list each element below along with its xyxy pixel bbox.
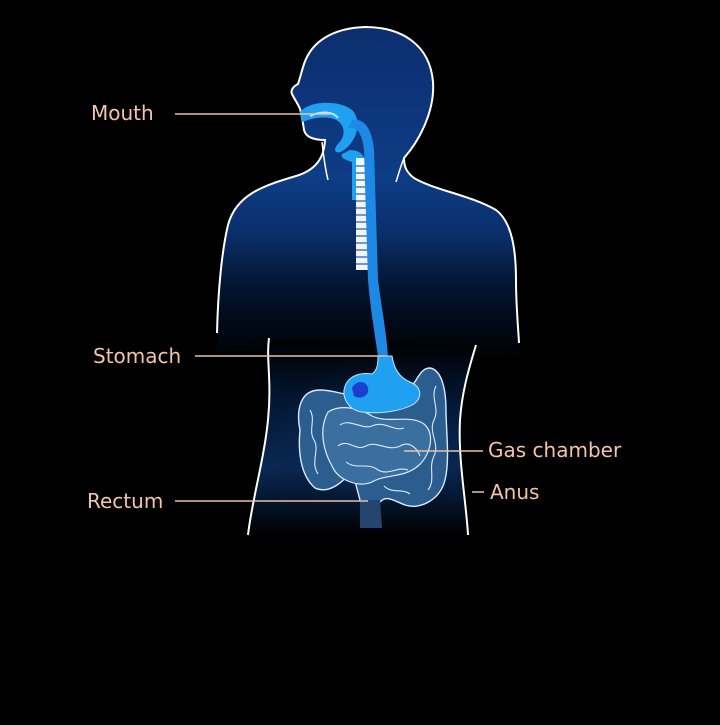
gas-chamber-label: Gas chamber <box>488 438 622 462</box>
mouth-label: Mouth <box>91 101 154 125</box>
rectum-label: Rectum <box>87 489 164 513</box>
esophagus <box>348 119 388 356</box>
stomach-label: Stomach <box>93 344 182 368</box>
intestine-folds <box>309 385 437 495</box>
anus-label: Anus <box>490 480 540 504</box>
leader-lines <box>175 113 484 502</box>
lower-torso-left-outline <box>247 337 271 536</box>
gastric-pouch <box>352 382 369 398</box>
upper-body-outline <box>216 25 520 344</box>
tongue <box>309 111 339 119</box>
neck-line-left <box>321 141 329 181</box>
stomach <box>343 355 421 414</box>
small-intestine <box>322 407 432 485</box>
trachea <box>356 158 368 270</box>
lower-torso-right-outline <box>458 344 477 536</box>
neck-line-right <box>395 157 405 183</box>
rectum-shape <box>360 500 382 528</box>
